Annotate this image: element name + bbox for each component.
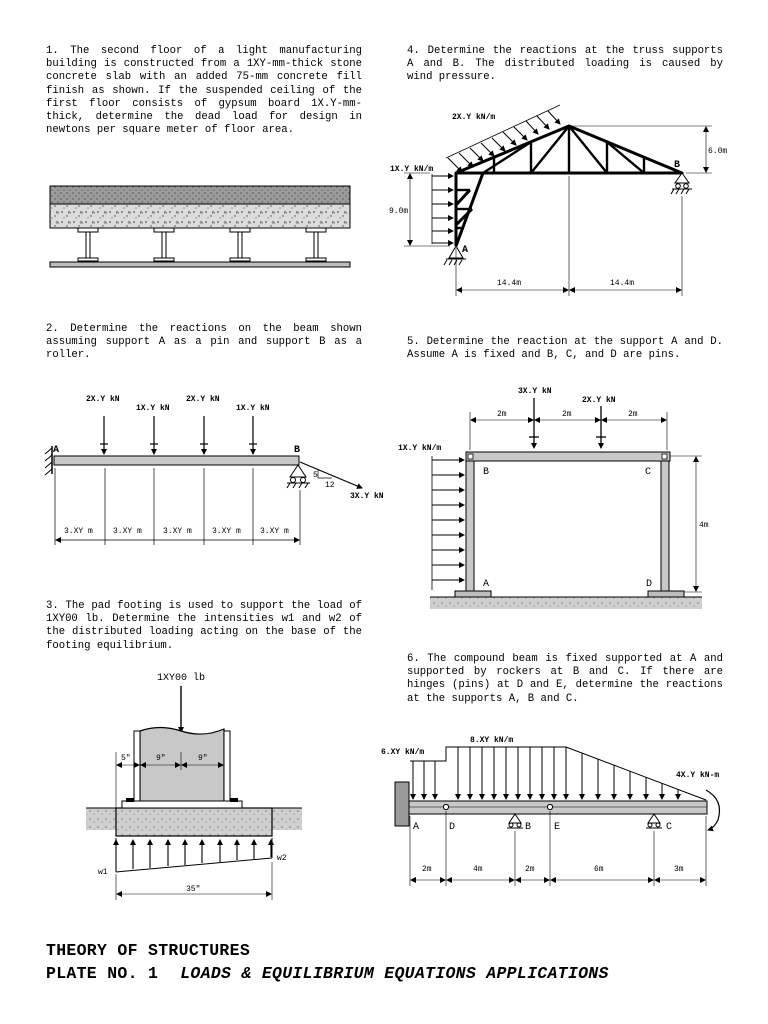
problem-6-text: 6. The compound beam is fixed supported … bbox=[407, 653, 723, 705]
footer-plate-line: PLATE NO. 1 LOADS & EQUILIBRIUM EQUATIONS… bbox=[46, 964, 609, 983]
fig2-dim-3: 3.XY m bbox=[163, 527, 192, 536]
fig2-dim-5: 3.XY m bbox=[260, 527, 289, 536]
fig2-load-3: 2X.Y kN bbox=[186, 395, 220, 404]
figure-6-compound-beam: 6.XY kN/m 8.XY kN/m 4X.Y kN-m bbox=[381, 736, 721, 886]
fig5-span-1: 2m bbox=[497, 410, 507, 419]
fig6-label-b: B bbox=[525, 822, 531, 833]
figure-5-frame: 3X.Y kN 2X.Y kN 1X.Y kN/m 2m 2m 2m bbox=[398, 387, 709, 609]
fig5-span-2: 2m bbox=[562, 410, 572, 419]
fig3-width: 35" bbox=[186, 885, 200, 894]
fig2-dim-2: 3.XY m bbox=[113, 527, 142, 536]
fig4-span-1: 14.4m bbox=[497, 279, 521, 288]
fig4-load-wall: 1X.Y kN/m bbox=[390, 165, 433, 174]
problem-4-text: 4. Determine the reactions at the truss … bbox=[407, 45, 723, 84]
figure-1-slab-section bbox=[49, 185, 351, 268]
fig6-span-3: 2m bbox=[525, 865, 535, 874]
fig2-slope-rise: 5 bbox=[313, 471, 318, 480]
footer-plate-title: LOADS & EQUILIBRIUM EQUATIONS APPLICATIO… bbox=[180, 964, 609, 983]
fig5-load-2: 2X.Y kN bbox=[582, 396, 616, 405]
fig5-load-1: 3X.Y kN bbox=[518, 387, 552, 396]
fig5-label-d: D bbox=[646, 579, 652, 590]
fig6-span-1: 2m bbox=[422, 865, 432, 874]
fig6-load-left: 6.XY kN/m bbox=[381, 748, 424, 757]
fig4-height-wall: 9.0m bbox=[389, 207, 408, 216]
fig3-dim-2: 9" bbox=[156, 754, 166, 763]
fig5-label-a: A bbox=[483, 579, 489, 590]
fig6-span-2: 4m bbox=[473, 865, 483, 874]
fig6-label-c: C bbox=[666, 822, 672, 833]
fig6-load-mid: 8.XY kN/m bbox=[470, 736, 513, 745]
fig3-dim-1: 5" bbox=[121, 754, 131, 763]
fig4-span-2: 14.4m bbox=[610, 279, 634, 288]
fig6-span-4: 6m bbox=[594, 865, 604, 874]
fig2-slope-run: 12 bbox=[325, 481, 335, 490]
fig2-load-1: 2X.Y kN bbox=[86, 395, 120, 404]
fig2-load-2: 1X.Y kN bbox=[136, 404, 170, 413]
problem-3-text: 3. The pad footing is used to support th… bbox=[46, 600, 362, 652]
fig5-span-3: 2m bbox=[628, 410, 638, 419]
fig4-height-roof: 6.0m bbox=[708, 147, 727, 156]
fig6-label-e: E bbox=[554, 822, 560, 833]
fig3-dim-3: 9" bbox=[198, 754, 208, 763]
figure-3-footing: 1XY00 lb 5" 9" 9" bbox=[86, 672, 302, 900]
fig6-label-d: D bbox=[449, 822, 455, 833]
figure-2-beam: A B 2X.Y kN 1X.Y kN 2X.Y kN 1X.Y kN 5 12… bbox=[44, 395, 384, 545]
fig2-load-4: 1X.Y kN bbox=[236, 404, 270, 413]
fig3-w1: w1 bbox=[98, 868, 108, 877]
fig4-label-a: A bbox=[462, 245, 468, 256]
figure-4-truss: 2X.Y kN/m 1X.Y kN/m bbox=[389, 104, 727, 296]
fig3-load: 1XY00 lb bbox=[157, 672, 205, 684]
fig4-load-roof: 2X.Y kN/m bbox=[452, 113, 495, 122]
fig4-label-b: B bbox=[674, 160, 680, 171]
fig6-moment: 4X.Y kN-m bbox=[676, 771, 719, 780]
fig5-label-b: B bbox=[483, 467, 489, 478]
fig5-side-load: 1X.Y kN/m bbox=[398, 444, 441, 453]
fig2-label-a: A bbox=[53, 445, 59, 456]
fig3-w2: w2 bbox=[277, 854, 287, 863]
fig2-dim-1: 3.XY m bbox=[64, 527, 93, 536]
fig2-label-b: B bbox=[294, 445, 300, 456]
fig5-label-c: C bbox=[645, 467, 651, 478]
fig5-height: 4m bbox=[699, 521, 709, 530]
footer-plate-number: PLATE NO. 1 bbox=[46, 964, 159, 983]
problem-1-text: 1. The second floor of a light manufactu… bbox=[46, 45, 362, 137]
fig6-label-a: A bbox=[413, 822, 419, 833]
problem-2-text: 2. Determine the reactions on the beam s… bbox=[46, 323, 362, 362]
problem-5-text: 5. Determine the reaction at the support… bbox=[407, 336, 723, 362]
fig2-dim-4: 3.XY m bbox=[212, 527, 241, 536]
footer-course-title: THEORY OF STRUCTURES bbox=[46, 941, 251, 960]
fig6-span-5: 3m bbox=[674, 865, 684, 874]
fig2-incline-load: 3X.Y kN bbox=[350, 492, 384, 501]
